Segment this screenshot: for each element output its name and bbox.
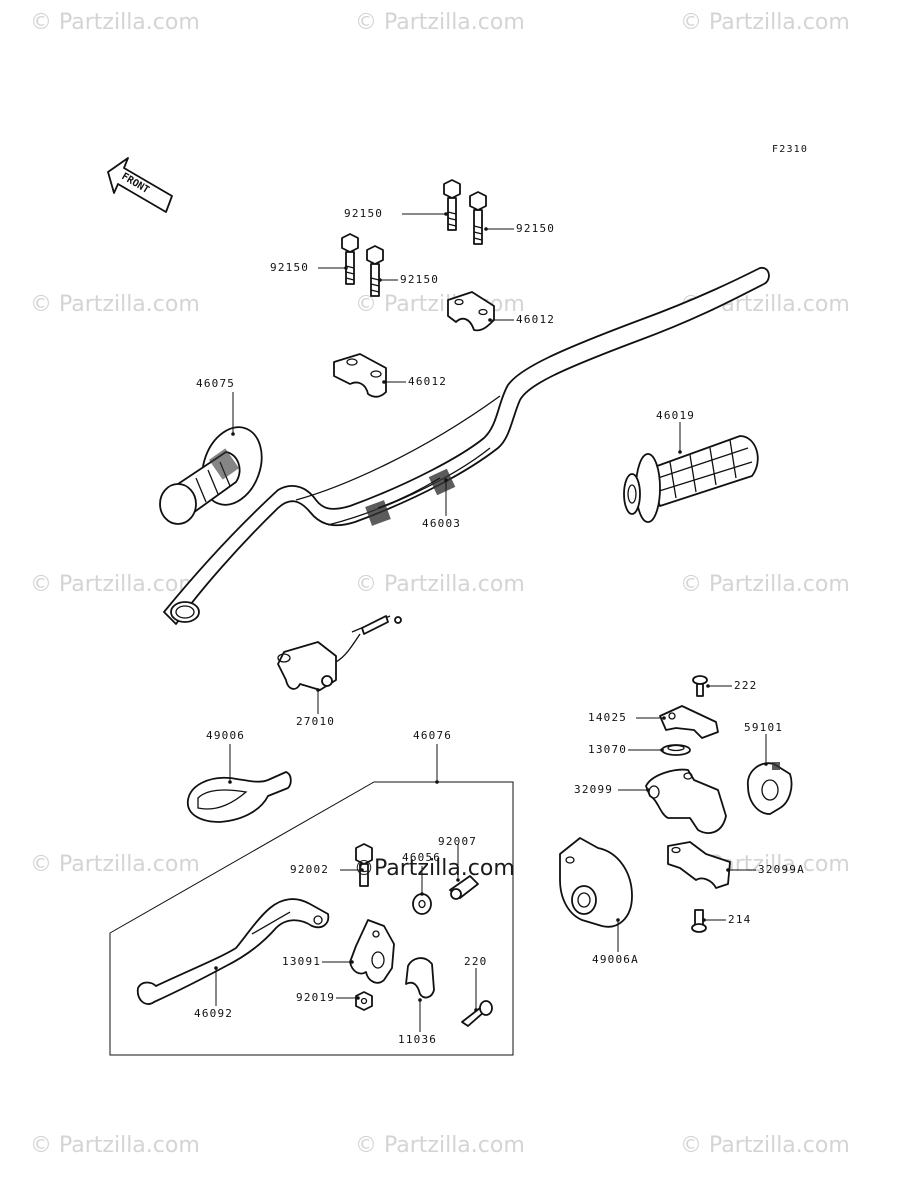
ring-13070 [661,744,691,756]
front-arrow-icon: FRONT [107,157,173,213]
part-label[interactable]: 92150 [516,222,556,235]
part-label[interactable]: 32099A [758,863,805,876]
watermark: © Partzilla.com [355,292,525,317]
bolt-92150-a [443,179,461,231]
screw-222 [692,675,708,697]
grip-46075 [159,426,263,525]
switch-27010 [277,615,402,691]
leader-lines [214,212,768,1032]
housing-32099A [667,841,731,889]
clamp-11036 [405,957,435,999]
part-label[interactable]: 13070 [588,743,628,756]
watermark: © Partzilla.com [680,10,850,35]
watermark: © Partzilla.com [355,10,525,35]
clamp-46012-lower [333,353,387,398]
screw-214 [691,909,707,933]
handlebar [163,267,770,625]
part-label[interactable]: 32099 [574,783,614,796]
clamp-46012-upper [447,291,495,332]
part-label[interactable]: 46012 [516,313,556,326]
part-label[interactable]: 27010 [296,715,336,728]
watermark: © Partzilla.com [30,1133,200,1158]
part-label[interactable]: 14025 [588,711,628,724]
part-label[interactable]: 49006 [206,729,246,742]
part-label[interactable]: 222 [734,679,758,692]
part-label[interactable]: 214 [728,913,752,926]
bolt-92150-c [341,233,359,285]
adjuster-92007 [449,875,479,900]
part-label[interactable]: 92150 [400,273,440,286]
part-label[interactable]: 92150 [344,207,384,220]
adjuster-46056 [412,893,432,915]
bolt-92150-d [366,245,384,297]
copyright-icon: © [354,856,374,880]
part-label[interactable]: 46092 [194,1007,234,1020]
part-label[interactable]: 46056 [402,851,442,864]
part-label[interactable]: 49006A [592,953,639,966]
watermark: © Partzilla.com [680,1133,850,1158]
switch-59101 [747,762,793,815]
bolt-92150-b [469,191,487,245]
part-label[interactable]: 46075 [196,377,236,390]
part-label[interactable]: 11036 [398,1033,438,1046]
watermark: © Partzilla.com [355,1133,525,1158]
grip-46019 [623,435,759,523]
nut-92019 [355,991,373,1011]
diagram-code: F2310 [772,144,809,155]
lever-46092 [136,898,330,1005]
part-label[interactable]: 220 [464,955,488,968]
watermark: © Partzilla.com [680,572,850,597]
housing-32099 [645,768,727,834]
part-label[interactable]: 46012 [408,375,448,388]
part-label[interactable]: 92002 [290,863,330,876]
watermark: © Partzilla.com [355,572,525,597]
cover-14025 [659,705,719,739]
part-label[interactable]: 46003 [422,517,462,530]
part-label[interactable]: 46019 [656,409,696,422]
part-label[interactable]: 92150 [270,261,310,274]
watermark: © Partzilla.com [30,572,200,597]
lever-cover-49006 [187,771,292,823]
part-label[interactable]: 13091 [282,955,322,968]
watermark: © Partzilla.com [30,10,200,35]
screw-220 [461,1000,493,1027]
part-label[interactable]: 92019 [296,991,336,1004]
part-label[interactable]: 59101 [744,721,784,734]
throttle-housing-49006A [559,837,633,928]
watermark: © Partzilla.com [30,292,200,317]
part-label[interactable]: 92007 [438,835,478,848]
part-label[interactable]: 46076 [413,729,453,742]
watermark-center: ©Partzilla.com [354,856,515,881]
holder-13091 [349,919,395,984]
watermark: © Partzilla.com [30,852,200,877]
bolt-92002 [355,843,373,887]
